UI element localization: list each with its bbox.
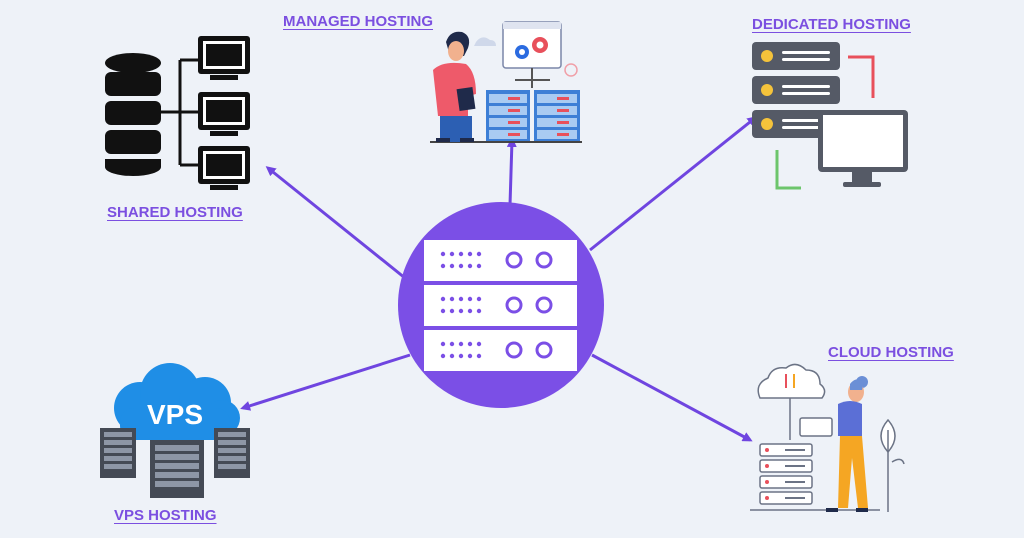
arrow-to-dedicated	[589, 116, 758, 252]
dedicated-monitor	[818, 110, 908, 187]
dedicated-hosting-link[interactable]: DEDICATED HOSTING	[752, 16, 911, 33]
managed-hosting-link[interactable]: MANAGED HOSTING	[283, 13, 433, 30]
vps-cloud-server-icon: VPS	[100, 363, 250, 498]
arrow-to-cloud	[591, 353, 753, 442]
arrow-to-managed	[506, 137, 517, 206]
server-rack-icon	[398, 202, 604, 408]
server-unit-1	[424, 240, 577, 281]
cloud-hosting-link[interactable]: CLOUD HOSTING	[828, 344, 954, 361]
arrow-to-shared	[265, 166, 406, 280]
vps-rack-center	[150, 440, 204, 498]
server-unit-3	[424, 330, 577, 371]
cloud-shape	[757, 363, 826, 440]
person-server-icon	[430, 21, 582, 143]
vps-hosting-link[interactable]: VPS HOSTING	[114, 507, 217, 524]
managed-person	[433, 31, 476, 142]
cloud-person	[799, 376, 868, 512]
server-monitor-icon	[752, 42, 908, 190]
connector-arrows	[240, 116, 758, 442]
shared-hosting-link[interactable]: SHARED HOSTING	[107, 204, 243, 221]
managed-racks	[430, 90, 582, 143]
cloud-server-person-icon	[750, 363, 905, 512]
arrow-to-vps	[240, 353, 411, 411]
cloud-plant	[880, 418, 905, 512]
vps-cloud	[114, 363, 240, 440]
server-unit-2	[424, 285, 577, 326]
vps-rack-left	[100, 428, 136, 478]
vps-cloud-text: VPS	[147, 399, 203, 430]
database-network-icon	[105, 36, 250, 190]
vps-rack-right	[214, 428, 250, 478]
